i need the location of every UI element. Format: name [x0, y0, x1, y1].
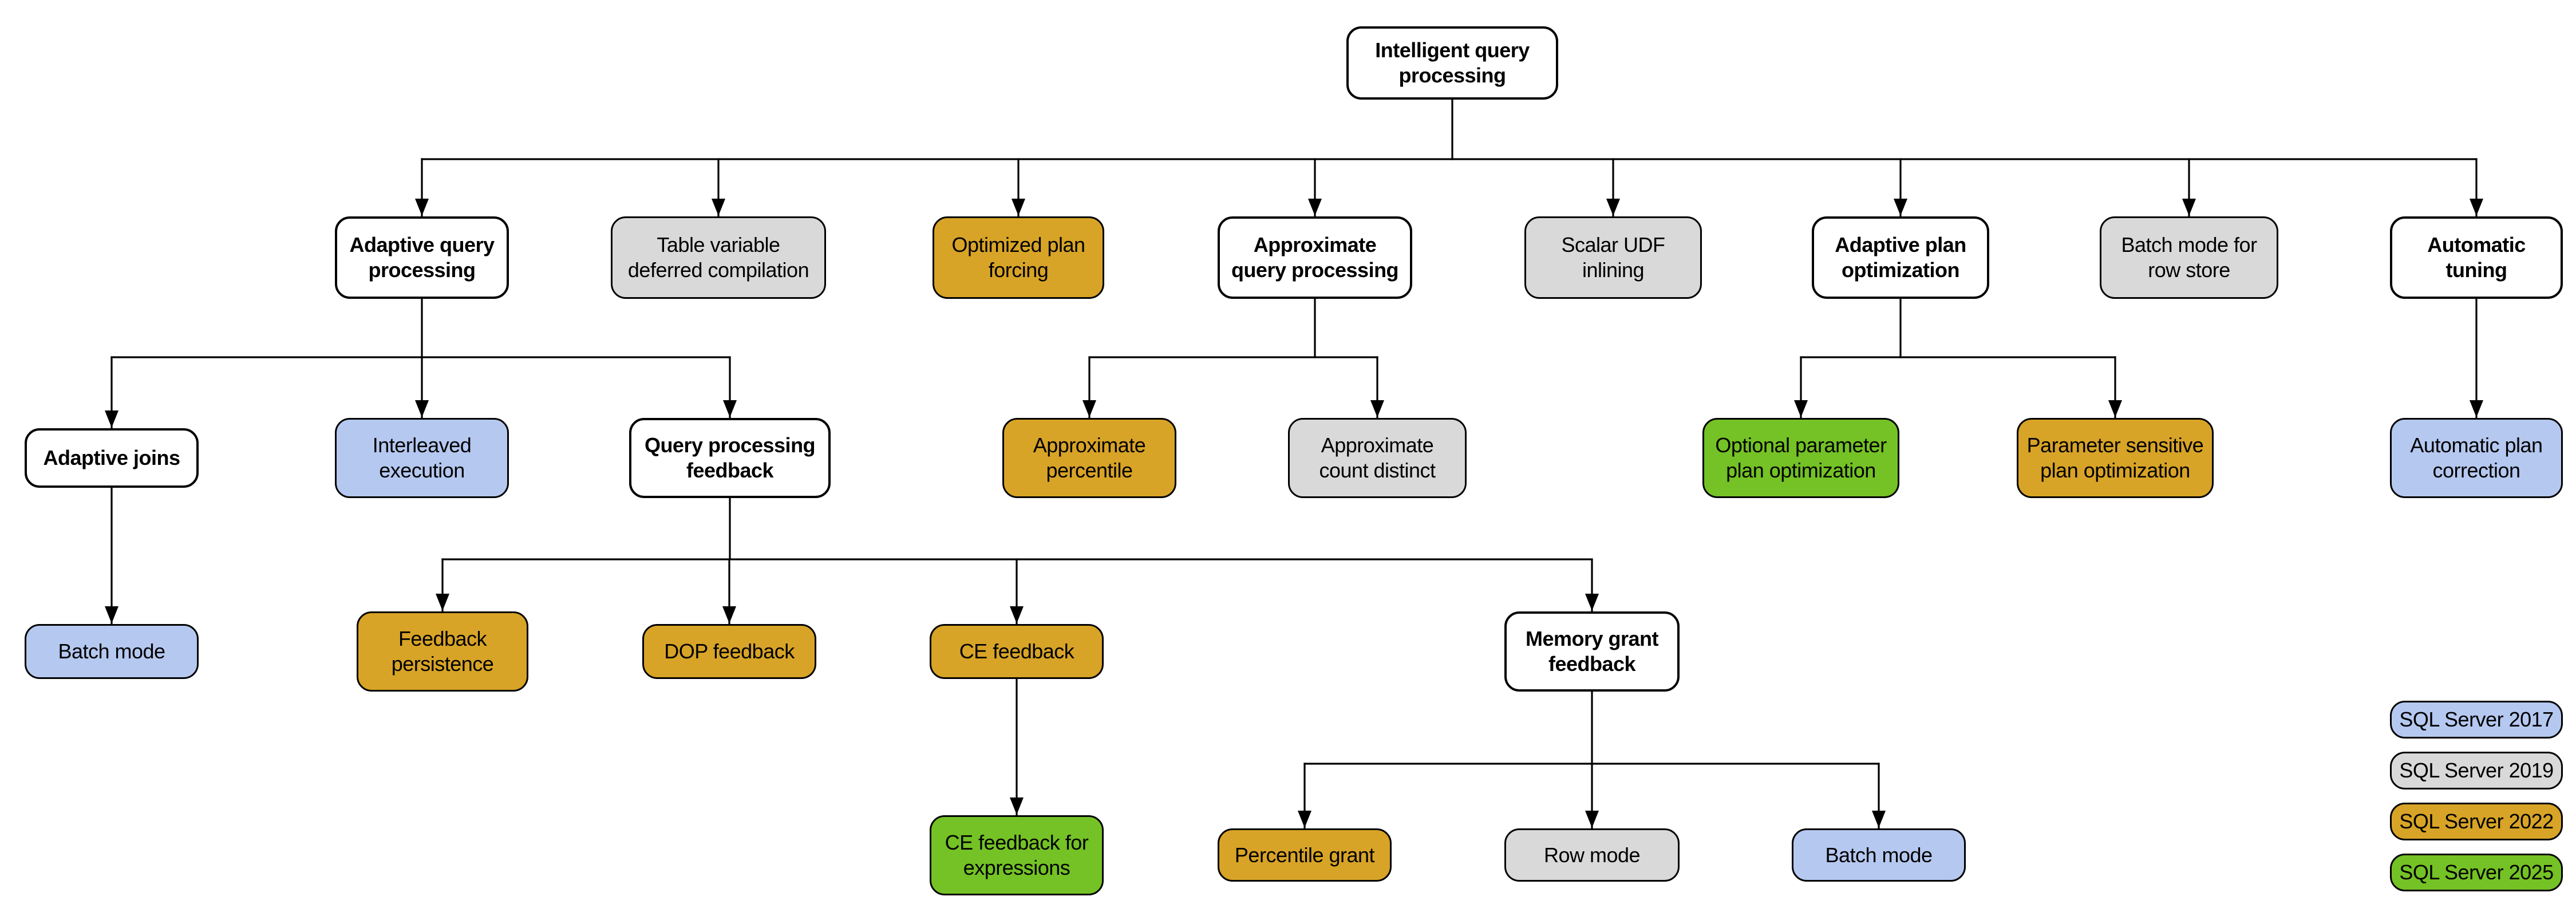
node-approximate-count-distinct: Approximate count distinct [1288, 418, 1467, 498]
node-optimized-plan-forcing: Optimized plan forcing [933, 216, 1104, 299]
node-adaptive-query-processing: Adaptive query processing [335, 216, 509, 299]
node-parameter-sensitive-plan-optimization: Parameter sensitive plan optimization [2017, 418, 2214, 498]
node-approximate-percentile: Approximate percentile [1002, 418, 1176, 498]
node-query-processing-feedback: Query processing feedback [629, 418, 831, 498]
node-ce-feedback: CE feedback [930, 624, 1104, 679]
node-feedback-persistence: Feedback persistence [357, 611, 528, 692]
node-approximate-query-processing: Approximate query processing [1218, 216, 1412, 299]
node-batch-mode-adaptive-joins: Batch mode [25, 624, 199, 679]
node-automatic-tuning: Automatic tuning [2390, 216, 2563, 299]
node-dop-feedback: DOP feedback [642, 624, 816, 679]
legend-item-sql-server-2022: SQL Server 2022 [2390, 803, 2563, 840]
node-automatic-plan-correction: Automatic plan correction [2390, 418, 2563, 498]
node-intelligent-query-processing: Intelligent query processing [1346, 26, 1558, 100]
node-row-mode: Row mode [1504, 828, 1680, 882]
node-batch-mode-for-row-store: Batch mode for row store [2100, 216, 2278, 299]
node-table-variable-deferred-compilation: Table variable deferred compilation [611, 216, 826, 299]
node-optional-parameter-plan-optimization: Optional parameter plan optimization [1702, 418, 1899, 498]
legend-item-sql-server-2017: SQL Server 2017 [2390, 701, 2563, 739]
node-memory-grant-feedback: Memory grant feedback [1504, 611, 1680, 692]
node-interleaved-execution: Interleaved execution [335, 418, 509, 498]
node-adaptive-joins: Adaptive joins [25, 428, 199, 488]
node-scalar-udf-inlining: Scalar UDF inlining [1524, 216, 1702, 299]
node-ce-feedback-for-expressions: CE feedback for expressions [930, 815, 1104, 895]
node-adaptive-plan-optimization: Adaptive plan optimization [1812, 216, 1989, 299]
node-percentile-grant: Percentile grant [1218, 828, 1392, 882]
node-batch-mode-memory-grant: Batch mode [1792, 828, 1966, 882]
legend-item-sql-server-2019: SQL Server 2019 [2390, 752, 2563, 789]
legend-item-sql-server-2025: SQL Server 2025 [2390, 854, 2563, 891]
